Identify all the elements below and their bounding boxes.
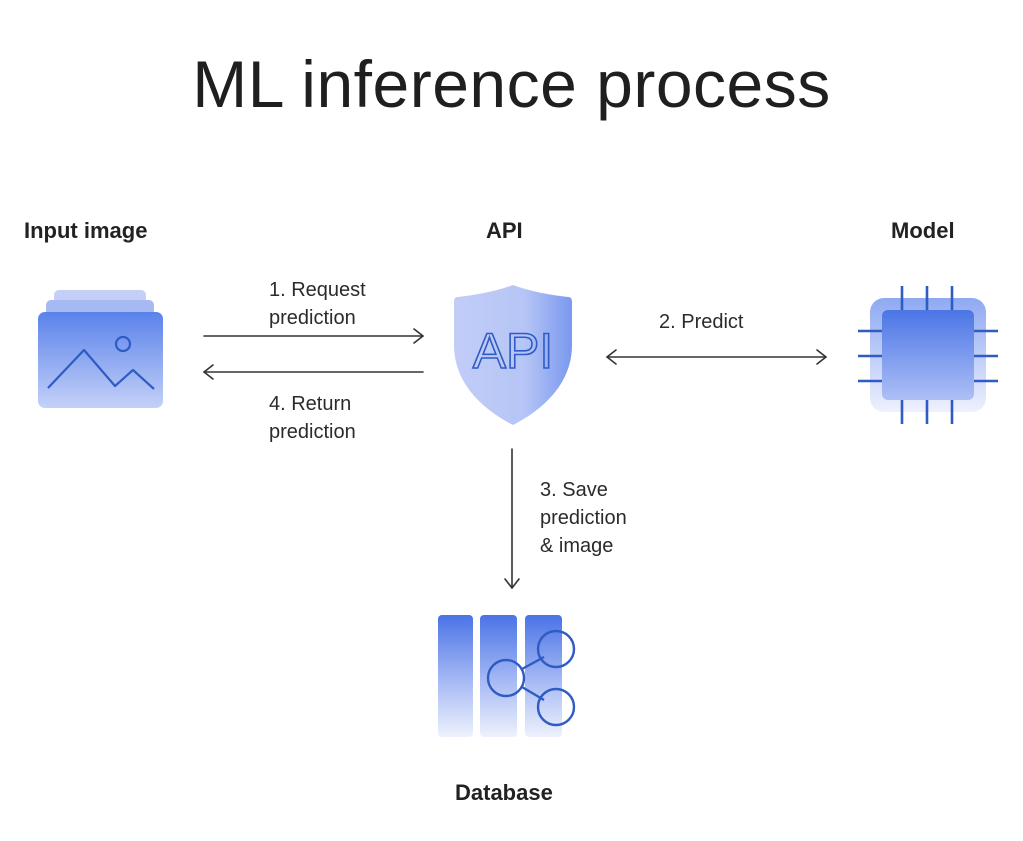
step-save-line-1: 3. Save bbox=[540, 479, 608, 501]
step-request-label: 1. Request prediction bbox=[269, 276, 366, 332]
step-request-line-2: prediction bbox=[269, 307, 356, 329]
database-label: Database bbox=[455, 780, 553, 805]
step-save-line-3: & image bbox=[540, 535, 614, 557]
api-label: API bbox=[486, 218, 523, 243]
step-request-line-1: 1. Request bbox=[269, 279, 366, 301]
image-stack-icon bbox=[38, 290, 163, 408]
api-badge-text: API bbox=[473, 323, 554, 379]
step-save-label: 3. Save prediction & image bbox=[540, 476, 627, 560]
step-return-line-2: prediction bbox=[269, 421, 356, 443]
arrow-predict bbox=[606, 349, 827, 365]
step-return-line-1: 4. Return bbox=[269, 393, 352, 415]
shield-icon: API bbox=[454, 285, 572, 425]
diagram-title: ML inference process bbox=[192, 47, 831, 121]
step-return-label: 4. Return prediction bbox=[269, 390, 356, 446]
database-share-icon bbox=[438, 615, 576, 737]
step-save-line-2: prediction bbox=[540, 507, 627, 529]
step-predict-label: 2. Predict bbox=[659, 308, 743, 336]
chip-icon bbox=[858, 286, 998, 424]
arrow-request bbox=[203, 328, 424, 344]
arrow-save bbox=[504, 448, 520, 589]
arrow-return bbox=[203, 364, 424, 380]
input-image-label: Input image bbox=[24, 218, 148, 243]
model-label: Model bbox=[891, 218, 955, 243]
step-predict-line-1: 2. Predict bbox=[659, 311, 744, 333]
